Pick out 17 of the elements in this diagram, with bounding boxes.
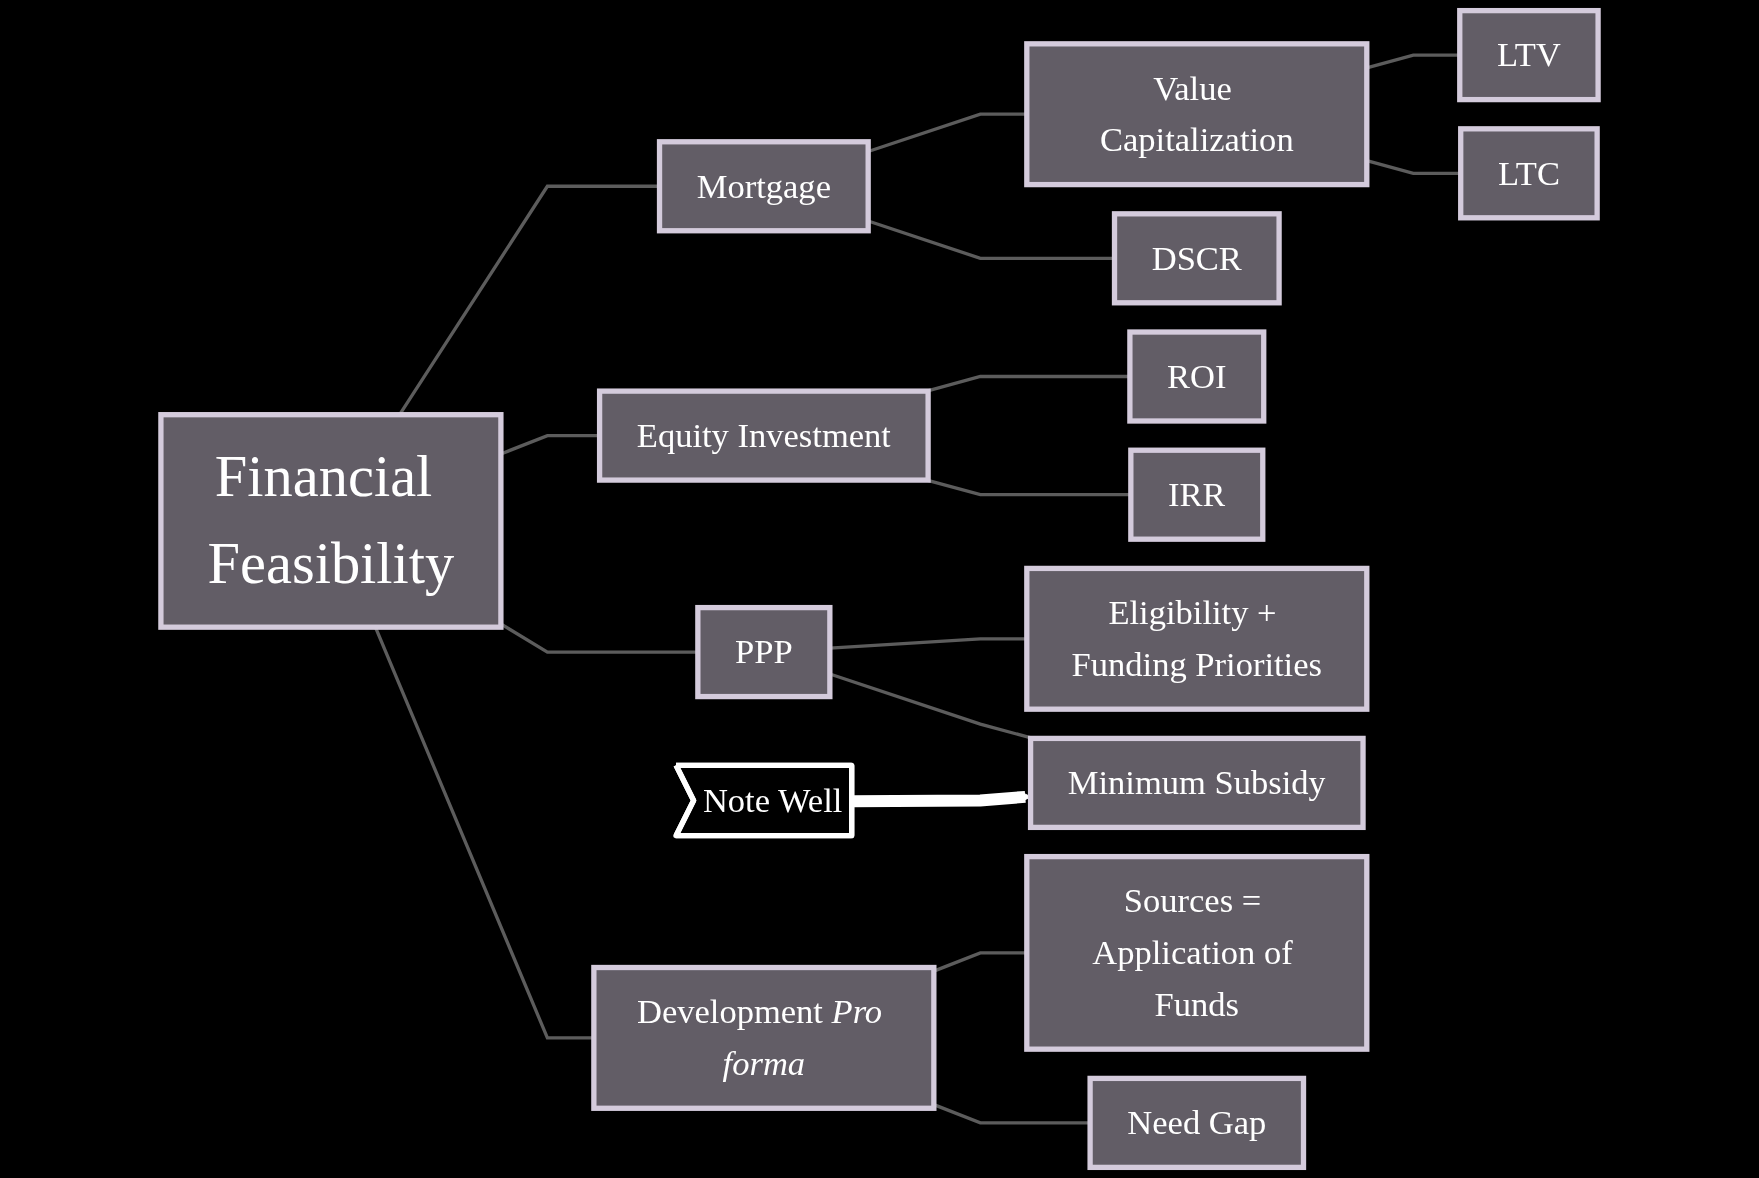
node-box: DSCR [1111, 211, 1282, 306]
node-box: Financial Feasibility [158, 412, 504, 630]
node-box: Equity Investment [596, 388, 931, 483]
node-box: Minimum Subsidy [1027, 735, 1366, 831]
node-box: ROI [1127, 329, 1267, 424]
node-box: PPP [695, 604, 833, 700]
connector [1366, 53, 1460, 70]
node-box: LTV [1457, 7, 1601, 103]
node-box: Development Pro forma [591, 964, 937, 1111]
node-box: Mortgage [656, 139, 871, 234]
node-box: Eligibility + Funding Priorities [1024, 565, 1370, 712]
node-box: Sources = Application of Funds [1024, 853, 1370, 1052]
node-box: IRR [1128, 447, 1266, 542]
node-box: Need Gap [1087, 1075, 1307, 1171]
node-box: Value Capitalization [1024, 41, 1370, 188]
connector [1366, 159, 1461, 175]
node-box: LTC [1458, 126, 1600, 221]
